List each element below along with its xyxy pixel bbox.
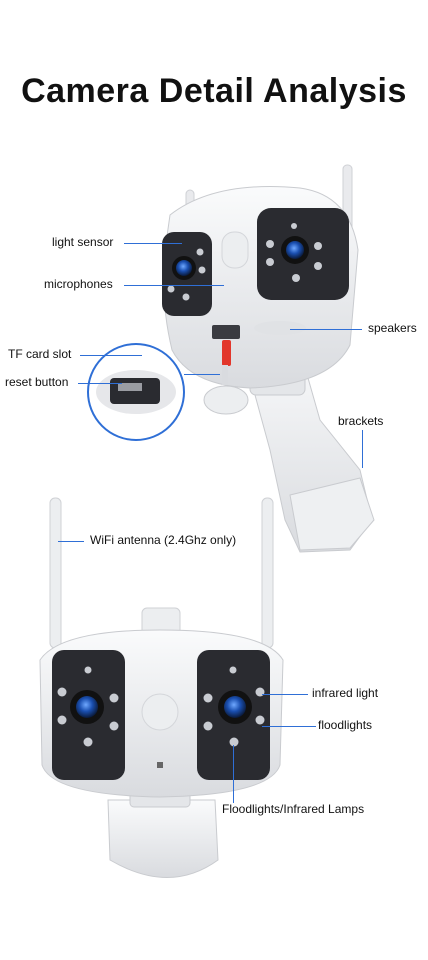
callout-line-speakers: [290, 329, 362, 330]
callout-line-light-sensor: [124, 243, 182, 244]
top-camera: [162, 164, 375, 553]
label-microphones: microphones: [44, 277, 113, 291]
label-wifi-antenna: WiFi antenna (2.4Ghz only): [90, 533, 237, 547]
label-brackets: brackets: [338, 414, 384, 428]
callout-line-card-link: [184, 374, 220, 375]
callout-line-flood-ir-v: [233, 745, 234, 803]
tf-card-detail: [87, 343, 185, 441]
bottom-camera: [39, 497, 284, 878]
label-tf-card-slot: TF card slot: [8, 347, 72, 361]
page-title: Camera Detail Analysis: [21, 72, 407, 110]
label-infrared-light: infrared light: [312, 686, 379, 700]
callout-line-floodlights: [262, 726, 316, 727]
label-light-sensor: light sensor: [52, 235, 114, 249]
label-speakers: speakers: [368, 321, 417, 335]
callout-line-brackets: [362, 430, 363, 468]
callout-line-infrared: [262, 694, 308, 695]
label-reset-button: reset button: [5, 375, 69, 389]
callout-line-tf-card: [80, 355, 142, 356]
callout-line-wifi: [58, 541, 84, 542]
callout-line-microphones: [124, 285, 224, 286]
callout-line-reset: [78, 383, 122, 384]
label-floodlights: floodlights: [318, 718, 373, 732]
label-floodlights-infrared: Floodlights/Infrared Lamps: [222, 802, 365, 816]
